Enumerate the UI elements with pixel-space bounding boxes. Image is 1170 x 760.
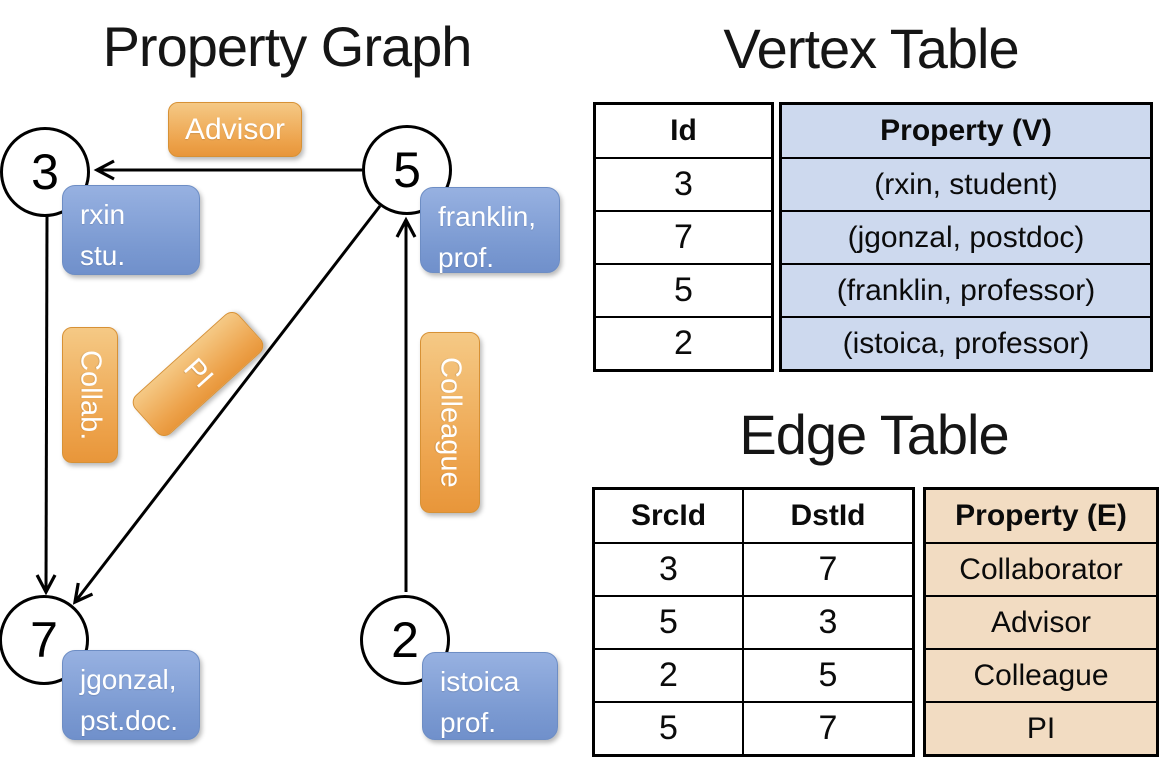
edge-table: SrcId 3 5 2 5 DstId 7 3 5 7 Property (E)… <box>592 487 1159 757</box>
vertex-table-property-column: Property (V) (rxin, student) (jgonzal, p… <box>779 102 1153 372</box>
vertex-id-cell: 2 <box>596 316 771 369</box>
edge-table-dst-column: DstId 7 3 5 7 <box>742 490 912 754</box>
edge-dst-cell: 7 <box>744 701 912 754</box>
edge-3-to-7 <box>35 215 57 596</box>
edge-src-cell: 5 <box>595 595 742 648</box>
node-label-line: pst.doc. <box>80 704 179 736</box>
edge-label-collab-text: Collab. <box>74 349 107 441</box>
vertex-id-cell: 3 <box>596 157 771 210</box>
node-label-rxin: rxin stu. <box>62 185 200 275</box>
node-label-line: prof. <box>440 706 497 738</box>
column-header-property-e: Property (E) <box>926 490 1156 542</box>
edge-dst-cell: 5 <box>744 648 912 701</box>
edge-label-collab: Collab. <box>62 327 118 463</box>
edge-src-cell: 5 <box>595 701 742 754</box>
edge-table-id-columns: SrcId 3 5 2 5 DstId 7 3 5 7 <box>592 487 915 757</box>
edge-property-cell: Colleague <box>926 648 1156 701</box>
node-label-line: stu. <box>80 239 126 271</box>
vertex-table-title: Vertex Table <box>723 17 1019 80</box>
node-label-line: rxin <box>80 199 126 230</box>
vertex-property-cell: (franklin, professor) <box>782 263 1150 316</box>
node-label-line: prof. <box>438 241 495 273</box>
vertex-table: Id 3 7 5 2 Property (V) (rxin, student) … <box>593 102 1153 372</box>
node-label-line: istoica <box>440 666 520 697</box>
edge-table-src-column: SrcId 3 5 2 5 <box>595 490 742 754</box>
edge-property-cell: PI <box>926 701 1156 754</box>
edge-src-cell: 3 <box>595 542 742 595</box>
node-label-istoica: istoica prof. <box>422 652 558 740</box>
vertex-node-2: 2 <box>360 595 450 685</box>
vertex-property-cell: (istoica, professor) <box>782 316 1150 369</box>
edge-label-advisor: Advisor <box>168 102 302 157</box>
edge-property-cell: Collaborator <box>926 542 1156 595</box>
vertex-table-id-column: Id 3 7 5 2 <box>593 102 774 372</box>
property-graph-title: Property Graph <box>102 15 473 78</box>
edge-label-pi-text: PI <box>177 352 220 395</box>
vertex-id-cell: 5 <box>596 263 771 316</box>
column-header-dstid: DstId <box>790 499 866 532</box>
vertex-id-cell: 7 <box>596 210 771 263</box>
edge-dst-cell: 7 <box>744 542 912 595</box>
edge-label-colleague-text: Colleague <box>434 357 467 488</box>
node-label-franklin: franklin, prof. <box>420 187 560 273</box>
column-header-property-v: Property (V) <box>782 105 1150 157</box>
node-label-jgonzal: jgonzal, pst.doc. <box>62 650 200 740</box>
graph-edges <box>35 159 417 605</box>
edge-dst-cell: 3 <box>744 595 912 648</box>
edge-table-title: Edge Table <box>739 403 1009 466</box>
column-header-id: Id <box>670 114 697 147</box>
vertex-property-cell: (jgonzal, postdoc) <box>782 210 1150 263</box>
edge-table-property-column: Property (E) Collaborator Advisor Collea… <box>923 487 1159 757</box>
node-label-line: franklin, <box>438 201 537 232</box>
edge-property-cell: Advisor <box>926 595 1156 648</box>
vertex-node-5: 5 <box>362 125 452 215</box>
vertex-property-cell: (rxin, student) <box>782 157 1150 210</box>
edge-src-cell: 2 <box>595 648 742 701</box>
column-header-srcid: SrcId <box>630 499 707 532</box>
edge-5-to-7 <box>72 205 382 605</box>
edge-label-colleague: Colleague <box>420 332 480 513</box>
node-label-line: jgonzal, <box>80 664 177 695</box>
edge-label-advisor-text: Advisor <box>184 112 286 146</box>
